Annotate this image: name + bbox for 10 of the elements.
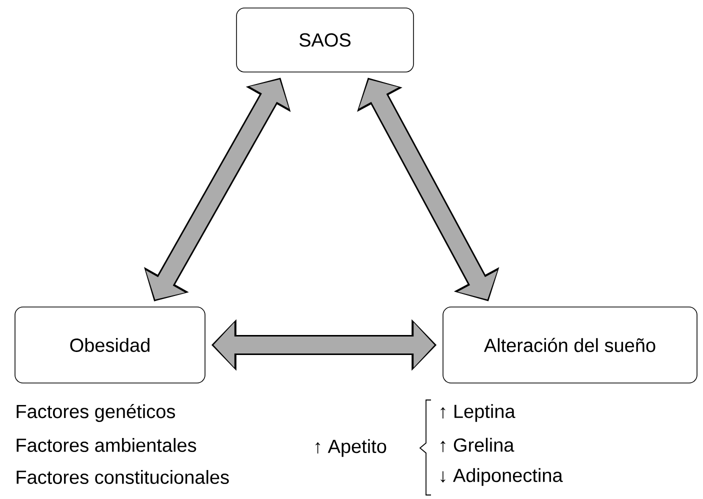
label-text: Factores ambientales (16, 438, 196, 452)
label-text: ↓ Adiponectina (440, 468, 563, 486)
label-text: Factores constitucionales (16, 470, 229, 484)
process-box: Obesidad (14, 306, 206, 384)
label-text: ↑ Grelina (440, 438, 514, 452)
label-text: ↑ Apetito (316, 439, 386, 457)
label-text: ↑ Leptina (440, 404, 516, 422)
process-box: SAOS (236, 8, 414, 72)
process-box: Alteración del sueño (442, 306, 698, 384)
label-text: Factores genéticos (16, 404, 175, 422)
